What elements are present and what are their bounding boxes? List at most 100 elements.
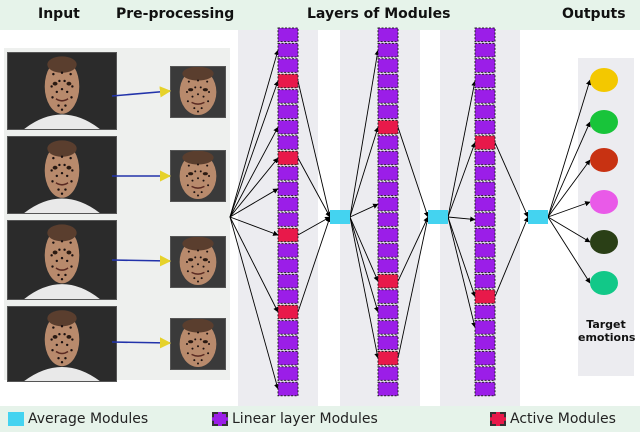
connection-arrow — [494, 142, 529, 218]
layer-2-linear-module-23 — [377, 381, 399, 397]
layer-3-linear-module-16 — [474, 273, 496, 289]
layer-2-linear-module-13 — [377, 227, 399, 243]
layer-2-linear-module-2 — [377, 58, 399, 73]
output-emotion-green — [590, 110, 618, 134]
connection-arrow — [297, 216, 332, 313]
legend-active-label: Active Modules — [510, 411, 616, 427]
average-swatch-icon — [8, 412, 24, 426]
cropped-face-3 — [170, 236, 226, 288]
layer-1-linear-module-19 — [277, 320, 299, 335]
layer-3-linear-module-8 — [474, 150, 496, 166]
cropped-face-2 — [170, 150, 226, 202]
linear-swatch-icon — [212, 412, 228, 426]
layer-1-linear-module-4 — [277, 89, 299, 104]
layer-1-linear-module-10 — [277, 181, 299, 197]
layer-2-linear-module-3 — [377, 73, 399, 89]
layer-2-linear-module-19 — [377, 320, 399, 335]
layer-3-linear-module-9 — [474, 166, 496, 181]
connection-arrow — [349, 216, 379, 282]
connection-arrow — [349, 203, 379, 218]
layer-2-linear-module-8 — [377, 150, 399, 166]
layer-2-linear-module-7 — [377, 135, 399, 150]
layer-1-linear-module-22 — [277, 366, 299, 381]
layer-1-linear-module-7 — [277, 135, 299, 150]
output-emotion-pink — [590, 190, 618, 214]
layer-2-active-module-16 — [377, 273, 399, 289]
connection-arrow — [447, 216, 477, 328]
connection-arrow — [397, 216, 430, 359]
connection-arrow — [447, 216, 476, 298]
layer-3-linear-module-2 — [474, 58, 496, 73]
layer-3-active-module-7 — [474, 135, 496, 150]
layer-1-linear-module-2 — [277, 58, 299, 73]
connection-arrow — [297, 216, 331, 236]
preprocess-arrow — [111, 86, 172, 98]
connection-arrow — [494, 216, 529, 297]
connection-arrow — [447, 142, 476, 218]
outputs-header: Outputs — [562, 6, 626, 22]
layer-2-linear-module-11 — [377, 196, 399, 212]
connection-arrow — [547, 201, 591, 218]
connection-arrow — [229, 49, 280, 218]
legend-average-label: Average Modules — [28, 411, 149, 427]
connection-arrow — [229, 216, 279, 313]
connection-arrow — [349, 126, 380, 218]
legend-bar — [0, 406, 640, 432]
layer-2-linear-module-12 — [377, 212, 399, 227]
layer-3-linear-module-3 — [474, 73, 496, 89]
connection-arrow — [447, 80, 477, 218]
legend-linear: Linear layer Modules — [212, 410, 378, 428]
layer-3-linear-module-12 — [474, 212, 496, 227]
target-label-line1: Target — [586, 318, 626, 331]
legend-active: Active Modules — [490, 410, 616, 428]
layer-1-linear-module-16 — [277, 273, 299, 289]
layer-3-linear-module-5 — [474, 104, 496, 120]
connection-arrow — [447, 216, 476, 222]
layer-3-linear-module-19 — [474, 320, 496, 335]
layer-3-linear-module-4 — [474, 89, 496, 104]
layer-1-linear-module-0 — [277, 27, 299, 43]
connection-arrow — [297, 80, 332, 218]
connection-arrow — [547, 216, 591, 284]
layer-3-linear-module-6 — [474, 119, 496, 135]
connection-arrow — [349, 216, 380, 359]
layer-1-active-module-8 — [277, 150, 299, 166]
header-bar — [0, 0, 640, 30]
layer-2-active-module-21 — [377, 350, 399, 366]
layer-1-linear-module-15 — [277, 258, 299, 274]
connection-arrow — [229, 157, 279, 218]
input-face-3 — [7, 220, 117, 300]
connection-arrow — [547, 159, 591, 218]
layer-1-active-module-18 — [277, 304, 299, 320]
layer-3-linear-module-11 — [474, 196, 496, 212]
layer-2-linear-module-10 — [377, 181, 399, 197]
target-emotions-label: Target emotions — [578, 318, 635, 344]
connection-arrow — [297, 157, 331, 218]
layer-3-linear-module-13 — [474, 227, 496, 243]
connection-arrow — [229, 216, 280, 390]
layer-3-linear-module-1 — [474, 42, 496, 58]
connection-arrow — [229, 80, 279, 218]
output-emotion-darkgreen — [590, 230, 618, 254]
legend-average: Average Modules — [8, 410, 148, 428]
layer-2-linear-module-1 — [377, 42, 399, 58]
layer-3-active-module-17 — [474, 289, 496, 304]
layer-1-linear-module-12 — [277, 212, 299, 227]
layer-1-linear-module-9 — [277, 166, 299, 181]
cropped-face-4 — [170, 318, 226, 370]
preprocessing-header: Pre-processing — [116, 6, 235, 22]
layer-1-linear-module-5 — [277, 104, 299, 120]
layer-2-linear-module-20 — [377, 335, 399, 351]
input-header: Input — [38, 6, 80, 22]
connection-arrow — [229, 216, 279, 236]
layer-3-linear-module-14 — [474, 243, 496, 258]
input-face-1 — [7, 52, 117, 130]
legend-linear-label: Linear layer Modules — [232, 411, 378, 427]
layer-2-linear-module-14 — [377, 243, 399, 258]
layer-3-linear-module-0 — [474, 27, 496, 43]
layer-1-active-module-3 — [277, 73, 299, 89]
layer-3-linear-module-18 — [474, 304, 496, 320]
layer-1-linear-module-21 — [277, 350, 299, 366]
average-module-1 — [330, 210, 350, 224]
layer-2-active-module-6 — [377, 119, 399, 135]
